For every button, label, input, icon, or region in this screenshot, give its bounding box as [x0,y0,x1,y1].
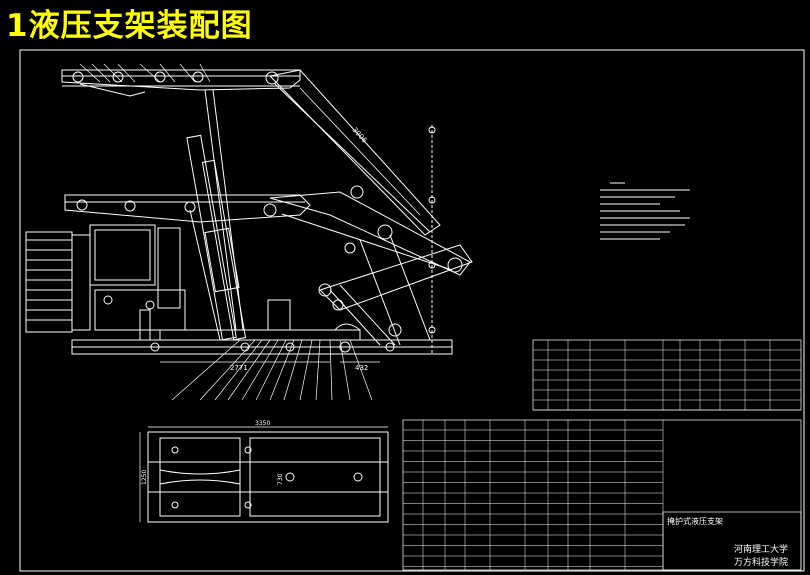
school-name-line1: 河南理工大学 [734,543,788,555]
plan-dimensions: 3350 1250 730 [141,420,284,485]
four-bar-linkage [318,125,473,355]
base-dimensions: 2771 432 [160,361,380,372]
technical-notes [600,182,690,240]
parts-list-grid [403,340,801,570]
dimension-432: 432 [355,364,368,372]
canopy-lowered [64,185,471,276]
base [71,299,453,355]
hydraulic-legs [186,134,247,341]
drawing-name: 掩护式液压支架 [667,516,723,526]
dimension-3350: 3350 [255,420,270,427]
dimension-top-link: 3906 [299,87,421,216]
school-name-line2: 万方科技学院 [734,556,788,568]
dimension-3906: 3906 [351,126,369,145]
dimension-1250: 1250 [141,470,148,485]
dimension-2771: 2771 [230,364,248,372]
title-block: 掩护式液压支架 河南理工大学 万方科技学院 [662,511,802,571]
front-unit [25,224,186,341]
page-title: 1液压支架装配图 [6,8,253,44]
plan-view [139,426,389,523]
drawing-frame [19,49,805,572]
dimension-730: 730 [277,473,284,485]
canopy-raised [61,69,441,331]
parts-list [402,339,802,571]
part-balloons [79,63,373,401]
